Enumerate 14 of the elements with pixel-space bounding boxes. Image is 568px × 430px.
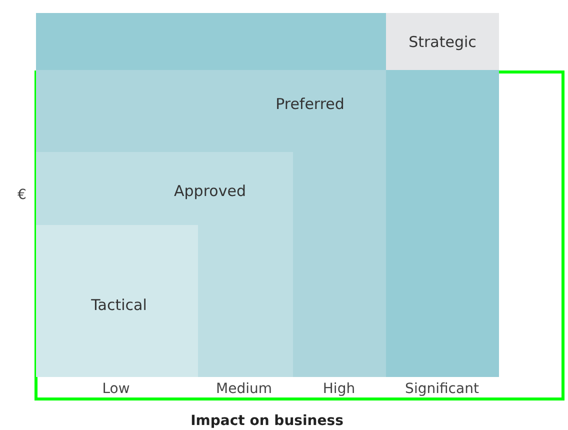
category-region xyxy=(36,70,386,377)
category-label: Preferred xyxy=(276,95,344,113)
axis-tick-label: High xyxy=(322,381,356,397)
category-label: Strategic xyxy=(386,13,499,70)
axis-label: € xyxy=(18,187,26,203)
category-label: Tactical xyxy=(91,296,147,314)
axis-tick-label: Significant xyxy=(405,381,479,397)
category-region xyxy=(36,225,198,377)
axis-title: Impact on business xyxy=(190,413,344,429)
axis-tick-label: Low xyxy=(102,381,130,397)
category-region xyxy=(36,13,499,377)
category-region xyxy=(36,152,293,377)
category-label: Approved xyxy=(174,182,246,200)
axis-tick-label: Medium xyxy=(216,381,272,397)
